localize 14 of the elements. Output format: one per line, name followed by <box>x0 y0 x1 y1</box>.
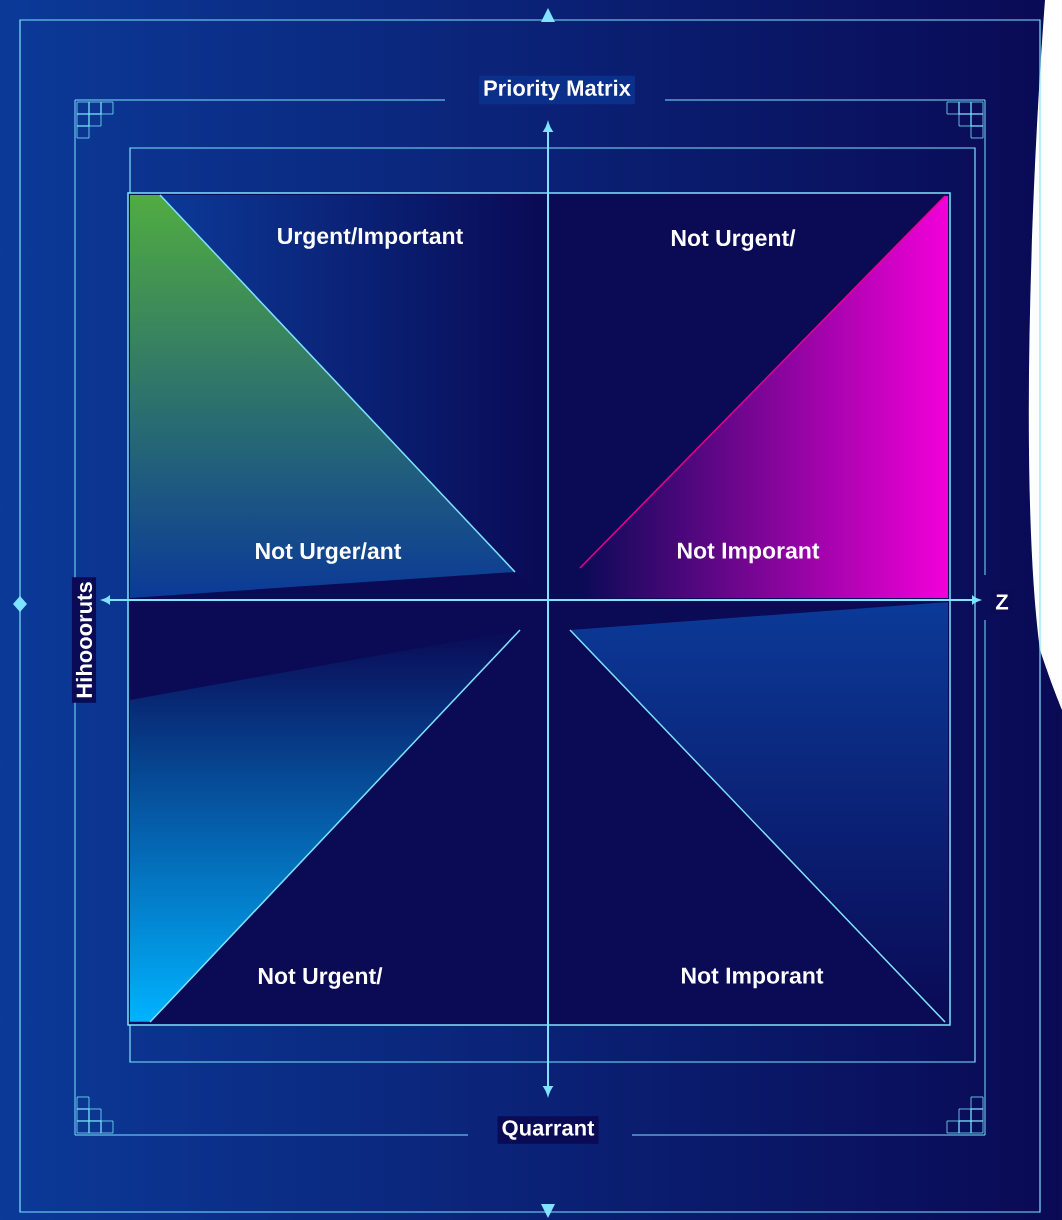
axis-label: Hihoooruts <box>71 577 97 703</box>
quadrant-label: Not Urgent/ <box>671 229 796 251</box>
quadrant-label: Not Urgent/ <box>258 967 383 989</box>
quadrant-label: Not Urger/ant <box>256 542 402 564</box>
axis-label: Quarrant <box>497 1116 599 1144</box>
quadrant-label: Not Imporant <box>678 542 820 564</box>
quadrant-label: Not Imporant <box>682 967 824 989</box>
quadrant-box <box>127 192 549 601</box>
quadrant-box <box>547 599 951 1026</box>
quadrant-box <box>547 192 951 601</box>
axis-label: Z <box>991 590 1013 614</box>
title: Priority Matrix <box>479 75 635 105</box>
quadrant-box <box>127 599 549 1026</box>
quadrant-label: Urgent/Important <box>278 227 463 249</box>
